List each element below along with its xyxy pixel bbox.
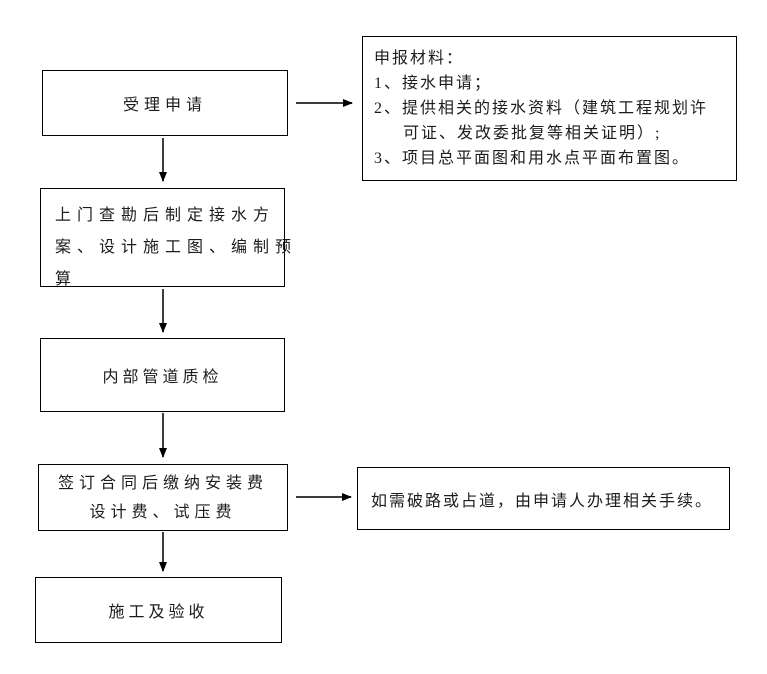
flow-node-survey: 上门查勘后制定接水方 案、设计施工图、编制预 算	[40, 188, 298, 288]
materials-line: 3、项目总平面图和用水点平面布置图。	[374, 150, 691, 167]
node-label: 如需破路或占道，由申请人办理相关手续。	[371, 492, 714, 510]
node-label: 施工及验收	[108, 604, 209, 621]
flow-node-construction: 施工及验收	[35, 577, 282, 643]
survey-line: 案、设计施工图、编制预	[55, 239, 298, 256]
flow-node-road-note: 如需破路或占道，由申请人办理相关手续。	[357, 467, 730, 530]
node-label: 内部管道质检	[102, 369, 223, 386]
materials-line: 申报材料：	[374, 50, 465, 67]
contract-line: 签订合同后缴纳安装费	[57, 474, 268, 492]
flow-node-accept: 受理申请	[42, 70, 288, 136]
survey-line: 上门查勘后制定接水方	[55, 207, 276, 224]
flow-node-quality-check: 内部管道质检	[40, 338, 285, 412]
materials-line: 2、提供相关的接水资料（建筑工程规划许	[374, 100, 709, 117]
node-label: 受理申请	[122, 97, 207, 114]
flow-node-materials-note: 申报材料： 1、接水申请； 2、提供相关的接水资料（建筑工程规划许 可证、发改委…	[362, 36, 737, 181]
survey-line: 算	[55, 271, 78, 288]
materials-line: 可证、发改委批复等相关证明）;	[403, 125, 662, 142]
contract-line: 设计费、试压费	[89, 503, 237, 521]
flow-node-contract-fees: 签订合同后缴纳安装费 设计费、试压费	[38, 464, 288, 531]
materials-line: 1、接水申请；	[374, 75, 493, 92]
